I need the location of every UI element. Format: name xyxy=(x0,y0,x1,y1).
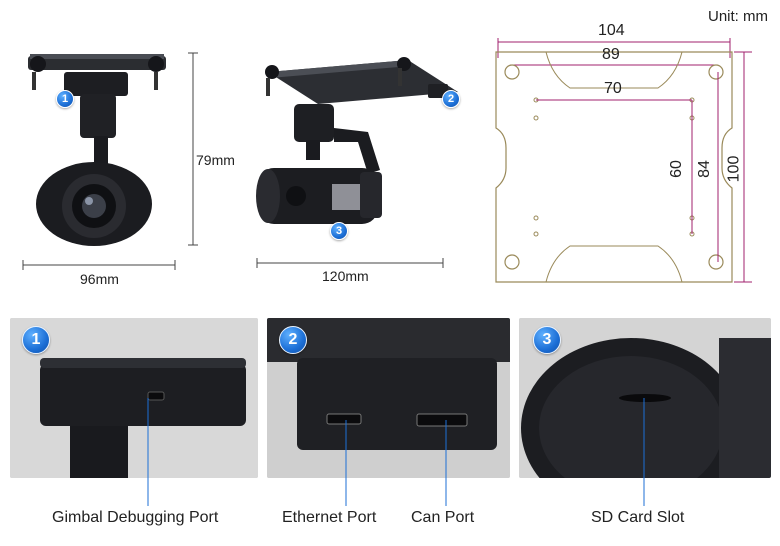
plate-inner-height-label: 84 xyxy=(695,160,713,178)
side-view-badge-ethernet: 2 xyxy=(442,90,460,108)
unit-label: Unit: mm xyxy=(708,8,768,25)
gimbal-debugging-port-label: Gimbal Debugging Port xyxy=(52,509,219,526)
can-port-label: Can Port xyxy=(411,509,475,526)
plate-hole-width-label: 70 xyxy=(604,80,622,97)
detail-panel-debug-port-badge: 1 xyxy=(22,326,50,354)
detail-panel-sd-card-photo xyxy=(519,318,771,478)
side-view-width-label: 120mm xyxy=(322,268,369,284)
plate-outer-width-label: 104 xyxy=(598,22,625,39)
mounting-plate-svg xyxy=(495,38,752,283)
mounting-plate-drawing xyxy=(490,18,775,290)
leader-lines xyxy=(0,380,780,510)
front-view-gimbal-drawing xyxy=(28,54,166,246)
detail-panel-ports xyxy=(267,318,510,478)
front-view-badge: 1 xyxy=(56,90,74,108)
plate-inner-width-label: 89 xyxy=(602,46,620,63)
ethernet-port-label: Ethernet Port xyxy=(282,509,377,526)
side-view-badge-sd-card: 3 xyxy=(330,222,348,240)
detail-panel-sd-card xyxy=(519,318,771,478)
plate-hole-height-label: 60 xyxy=(667,160,685,178)
side-view-width-dimension xyxy=(256,256,444,270)
detail-panel-debug-port-photo xyxy=(10,318,258,478)
detail-panel-ports-photo xyxy=(267,318,510,478)
plate-outer-height-label: 100 xyxy=(725,155,743,183)
front-view-height-dimension xyxy=(186,52,200,246)
detail-panel-debug-port xyxy=(10,318,258,478)
sd-card-slot-label: SD Card Slot xyxy=(591,509,685,526)
detail-panel-ports-badge: 2 xyxy=(279,326,307,354)
side-view-gimbal xyxy=(248,52,468,242)
detail-panel-sd-card-badge: 3 xyxy=(533,326,561,354)
side-view-gimbal-drawing xyxy=(256,57,458,224)
front-view-gimbal xyxy=(18,44,178,254)
front-view-height-label: 79mm xyxy=(196,152,235,168)
front-view-width-dimension xyxy=(22,258,176,272)
front-view-width-label: 96mm xyxy=(80,271,119,287)
